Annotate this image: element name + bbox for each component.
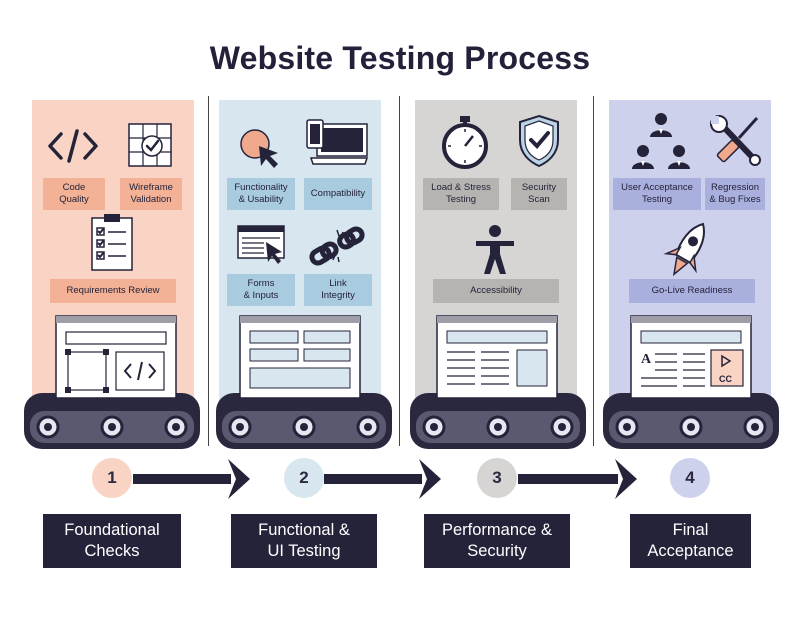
- stage-1-panel: Code Quality Wireframe Validation Requir…: [32, 100, 194, 440]
- rocket-icon: [663, 218, 713, 282]
- label-link-integrity: Link Integrity: [304, 274, 372, 306]
- label-functionality-usability: Functionality & Usability: [227, 178, 295, 210]
- label-compatibility: Compatibility: [304, 178, 372, 210]
- label-forms-inputs: Forms & Inputs: [227, 274, 295, 306]
- label-accessibility: Accessibility: [433, 279, 559, 303]
- stage-name-4: Final Acceptance: [630, 514, 751, 568]
- label-requirements-review: Requirements Review: [50, 279, 176, 303]
- stage-name-1: Foundational Checks: [43, 514, 181, 568]
- form-cursor-icon: [236, 224, 288, 266]
- cursor-click-icon: [237, 126, 285, 170]
- shield-check-icon: [518, 114, 560, 168]
- label-wireframe-validation: Wireframe Validation: [120, 178, 182, 210]
- stage-4-panel: User Acceptance Testing Regression & Bug…: [609, 100, 771, 440]
- stage-name-3: Performance & Security: [424, 514, 570, 568]
- page-title: Website Testing Process: [209, 40, 591, 76]
- label-code-quality: Code Quality: [43, 178, 105, 210]
- stage-divider: [399, 96, 400, 446]
- wireframe-grid-icon: [127, 122, 173, 168]
- label-go-live-readiness: Go-Live Readiness: [629, 279, 755, 303]
- step-number-3: 3: [477, 458, 517, 498]
- stage-3-panel: Load & Stress Testing Security Scan Acce…: [415, 100, 577, 440]
- label-load-stress-testing: Load & Stress Testing: [423, 178, 499, 210]
- accessibility-person-icon: [473, 224, 517, 276]
- stage-2-panel: Functionality & Usability Compatibility …: [219, 100, 381, 440]
- step-number-4: 4: [670, 458, 710, 498]
- step-number-2: 2: [284, 458, 324, 498]
- label-regression-bug-fixes: Regression & Bug Fixes: [705, 178, 765, 210]
- clipboard-checklist-icon: [90, 212, 134, 272]
- stage-name-2: Functional & UI Testing: [231, 514, 377, 568]
- users-icon: [631, 110, 691, 172]
- broken-chain-icon: [307, 220, 367, 272]
- stopwatch-icon: [441, 114, 489, 170]
- label-security-scan: Security Scan: [511, 178, 567, 210]
- step-number-1: 1: [92, 458, 132, 498]
- stage-divider: [593, 96, 594, 446]
- code-icon: [47, 128, 99, 164]
- wrench-screwdriver-icon: [709, 114, 763, 168]
- devices-icon: [305, 118, 369, 166]
- stage-divider: [208, 96, 209, 446]
- label-user-acceptance-testing: User Acceptance Testing: [613, 178, 701, 210]
